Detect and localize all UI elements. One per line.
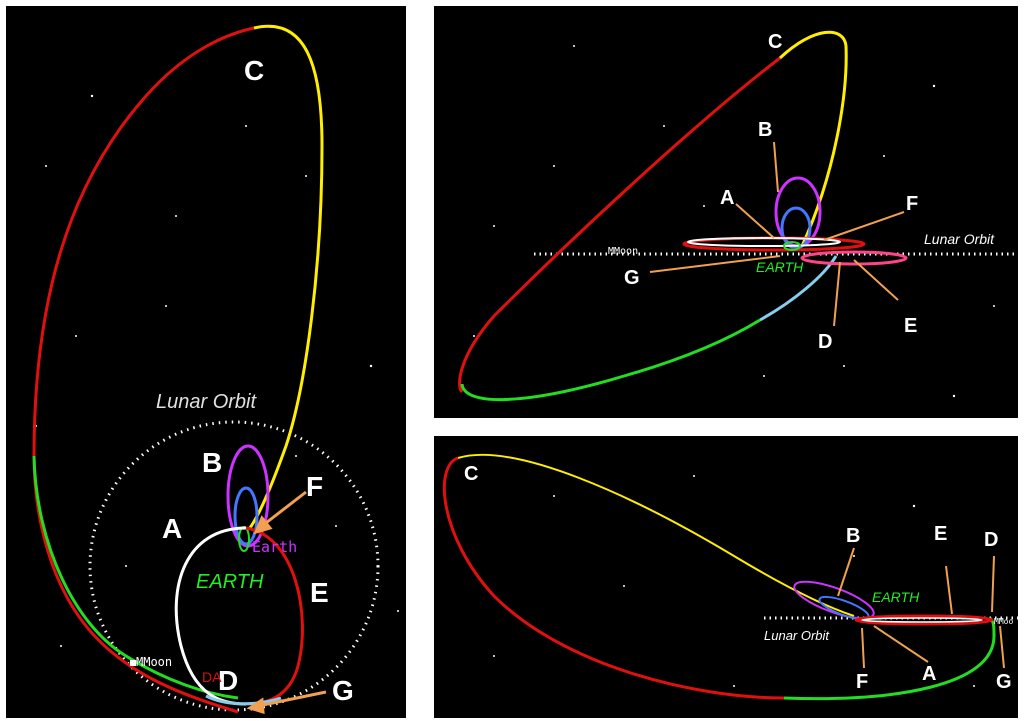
label-f: F: [306, 471, 323, 502]
label-e: E: [904, 315, 917, 337]
lunar-orbit-label: Lunar Orbit: [156, 391, 257, 413]
trajectory-light-blue: [205, 694, 282, 706]
label-g: G: [996, 671, 1012, 693]
lunar-orbit-label: Lunar Orbit: [764, 628, 830, 643]
trajectory-segment-yellow: [248, 24, 324, 529]
earth-label-small: Earth: [252, 538, 297, 556]
earth-label: EARTH: [872, 589, 920, 605]
trajectory-segment-green: [783, 616, 996, 701]
da-label: DA: [202, 669, 222, 685]
star-field: [493, 475, 975, 687]
moon-label: MMoon: [608, 246, 638, 257]
label-a: A: [720, 187, 734, 209]
label-b: B: [202, 447, 222, 478]
trajectory-segment-yellow: [457, 453, 855, 617]
trajectory-segment-red: [32, 26, 255, 714]
flat-loop-white: [861, 617, 983, 623]
earth-loop-green: [783, 241, 801, 251]
moon-label: MMoo: [994, 617, 1013, 626]
moon-label: MMoon: [136, 655, 172, 669]
label-a: A: [162, 513, 182, 544]
orange-arrows: [837, 547, 1005, 669]
star-field: [35, 94, 399, 647]
loop-b-blue: [780, 206, 812, 250]
label-b: B: [846, 525, 860, 547]
star-field: [473, 45, 995, 398]
flat-loop-white: [687, 237, 841, 247]
label-d: D: [984, 529, 998, 551]
label-c: C: [768, 31, 782, 53]
label-d: D: [218, 665, 238, 696]
bottom-right-orbit-view: C B E D A F G EARTH Lunar Orbit MMoo: [434, 436, 1018, 718]
label-e: E: [310, 577, 329, 608]
label-a: A: [922, 663, 936, 685]
flat-loop-red: [854, 614, 994, 626]
bottom-right-orbit-svg: C B E D A F G EARTH Lunar Orbit MMoo: [442, 453, 1018, 701]
lunar-orbit-circle: [88, 420, 380, 712]
label-g: G: [624, 267, 640, 289]
label-d: D: [818, 331, 832, 353]
left-orbit-svg: C B A F E D G Lunar Orbit EARTH Earth MM…: [32, 24, 399, 715]
top-right-orbit-view: C B A F G D E Lunar Orbit EARTH MMoon: [434, 6, 1018, 418]
trajectory-segment-green: [460, 318, 761, 402]
label-c: C: [244, 55, 264, 86]
loop-b-blue: [233, 486, 259, 546]
label-f: F: [856, 671, 868, 693]
left-orbit-view: C B A F E D G Lunar Orbit EARTH Earth MM…: [6, 6, 406, 718]
top-right-orbit-svg: C B A F G D E Lunar Orbit EARTH MMoon: [458, 30, 1018, 402]
label-b: B: [758, 119, 772, 141]
orange-arrows: [246, 490, 327, 715]
flat-loop-pink: [800, 250, 908, 266]
lunar-orbit-label: Lunar Orbit: [924, 231, 995, 247]
earth-label-big: EARTH: [196, 571, 264, 593]
trajectory-segment-red: [442, 456, 785, 700]
label-e: E: [934, 523, 947, 545]
trajectory-segment-yellow: [778, 30, 848, 247]
orange-arrows: [649, 141, 905, 327]
label-f: F: [906, 193, 918, 215]
label-c: C: [464, 463, 478, 485]
label-g: G: [332, 675, 354, 706]
trajectory-segment-red: [458, 56, 781, 394]
loop-b-magenta: [793, 580, 875, 620]
earth-label: EARTH: [756, 259, 804, 275]
trajectory-segment-green: [32, 455, 239, 700]
moon-marker: [130, 660, 136, 666]
